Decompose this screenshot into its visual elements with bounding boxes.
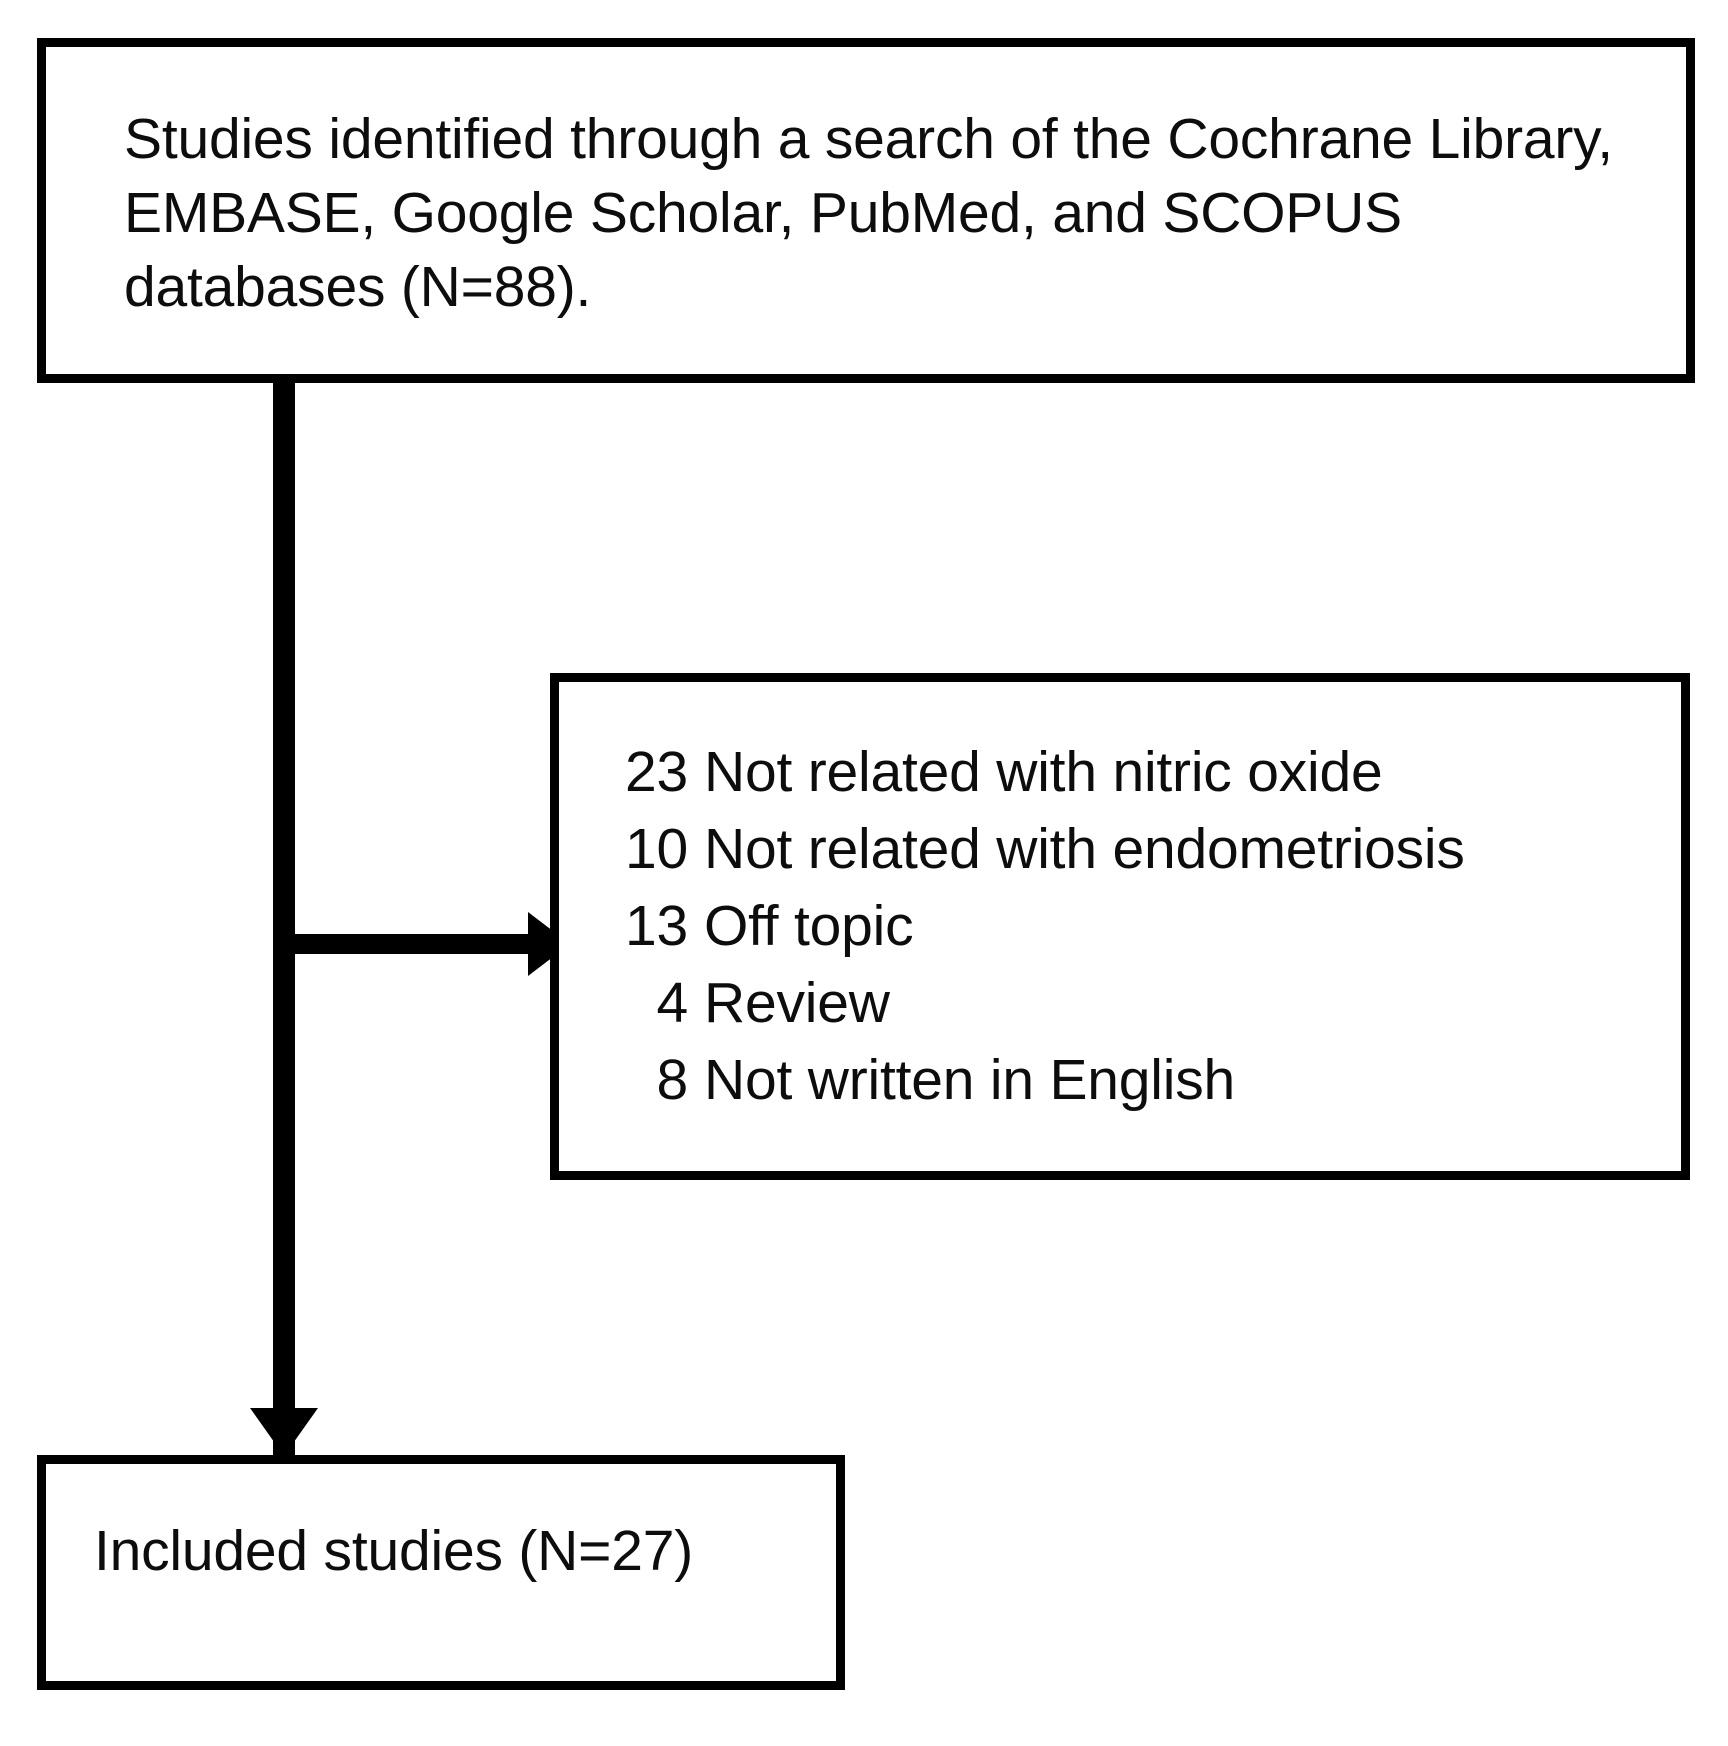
exclusion-list-item: 13 Off topic	[615, 888, 1645, 965]
exclusion-list-item: 10 Not related with endometriosis	[615, 811, 1645, 888]
exclusion-count: 23	[624, 740, 688, 804]
exclusion-reason: Review	[704, 971, 890, 1035]
exclusion-count: 10	[624, 817, 688, 881]
exclusion-count: 4	[656, 971, 688, 1035]
exclusion-count: 8	[656, 1048, 688, 1112]
exclusion-reason: Not written in English	[704, 1048, 1236, 1112]
exclusion-list-item: 8 Not written in English	[615, 1042, 1645, 1119]
identification-box: Studies identified through a search of t…	[37, 38, 1695, 383]
exclusion-list-item: 23 Not related with nitric oxide	[615, 734, 1645, 811]
included-studies-box: Included studies (N=27)	[37, 1455, 845, 1690]
exclusion-reason: Off topic	[704, 894, 914, 958]
included-studies-label: Included studies (N=27)	[94, 1519, 693, 1583]
exclusion-list-item: 4 Review	[615, 965, 1645, 1042]
vertical-connector-line	[273, 383, 295, 1455]
horizontal-connector-line	[273, 934, 560, 954]
exclusion-count: 13	[624, 894, 688, 958]
identification-box-label: Studies identified through a search of t…	[124, 107, 1629, 319]
exclusion-box: 23 Not related with nitric oxide 10 Not …	[550, 673, 1690, 1180]
exclusion-reason-list: 23 Not related with nitric oxide 10 Not …	[615, 734, 1645, 1119]
down-arrowhead-icon	[250, 1408, 318, 1456]
exclusion-reason: Not related with endometriosis	[704, 817, 1465, 881]
exclusion-reason: Not related with nitric oxide	[704, 740, 1383, 804]
